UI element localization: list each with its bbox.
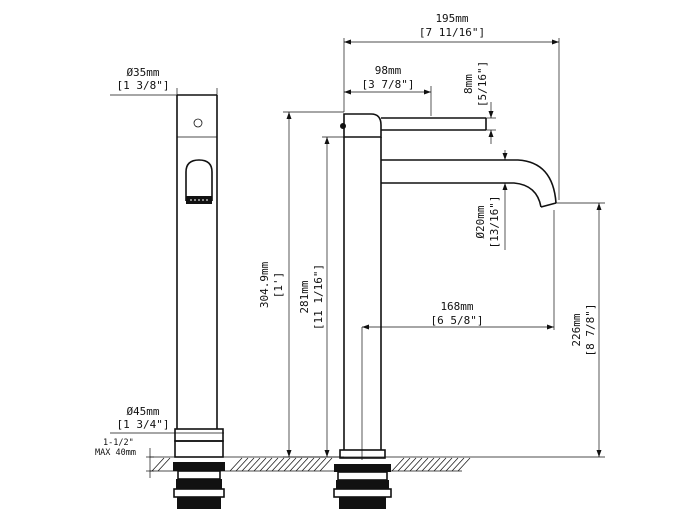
handle-thickness-imperial: [5/16"] (476, 61, 489, 107)
handle-length-metric: 98mm (375, 64, 402, 77)
dim-spout-height (462, 202, 605, 458)
countertop-hatching (151, 457, 471, 472)
spout-reach-imperial: [6 5/8"] (431, 314, 484, 327)
spout-diameter-imperial: [13/16"] (488, 196, 501, 249)
dim-handle-thickness (486, 102, 496, 144)
front-mounting-hardware (333, 464, 392, 509)
dim-body-height (322, 136, 344, 457)
dim-spout-reach (361, 210, 555, 460)
dim-total-height (283, 111, 344, 458)
overall-length-metric: 195mm (435, 12, 468, 25)
body-height-metric: 281mm (298, 280, 311, 313)
faucet-side-view (173, 94, 225, 509)
spout-height-imperial: [8 7/8"] (584, 304, 597, 357)
max-counter-imperial: 1-1/2" (103, 438, 134, 448)
side-top-diameter-imperial: [1 3/8"] (117, 79, 170, 92)
side-base-diameter-metric: Ø45mm (126, 405, 159, 418)
spout-diameter-metric: Ø20mm (474, 205, 487, 238)
overall-length-imperial: [7 11/16"] (419, 26, 485, 39)
spout-height-metric: 226mm (570, 313, 583, 346)
dim-overall-length (343, 38, 560, 200)
dim-side-top-diameter (110, 88, 218, 96)
handle-thickness-metric: 8mm (462, 74, 475, 94)
handle-length-imperial: [3 7/8"] (362, 78, 415, 91)
max-counter-metric: MAX 40mm (95, 448, 136, 458)
handle-pivot-icon (193, 118, 203, 128)
dim-handle-length (344, 86, 432, 116)
body-height-imperial: [11 1/16"] (312, 264, 325, 330)
total-height-metric: 304.9mm (258, 261, 271, 308)
faucet-front-view (333, 113, 557, 509)
side-mounting-hardware (173, 462, 225, 509)
dim-max-counter (146, 448, 154, 478)
spout-reach-metric: 168mm (440, 300, 473, 313)
side-top-diameter-metric: Ø35mm (126, 66, 159, 79)
total-height-imperial: [1'] (272, 272, 285, 299)
dim-spout-diameter (500, 150, 510, 250)
aerator-icon (185, 159, 213, 204)
side-base-diameter-imperial: [1 3/4"] (117, 418, 170, 431)
